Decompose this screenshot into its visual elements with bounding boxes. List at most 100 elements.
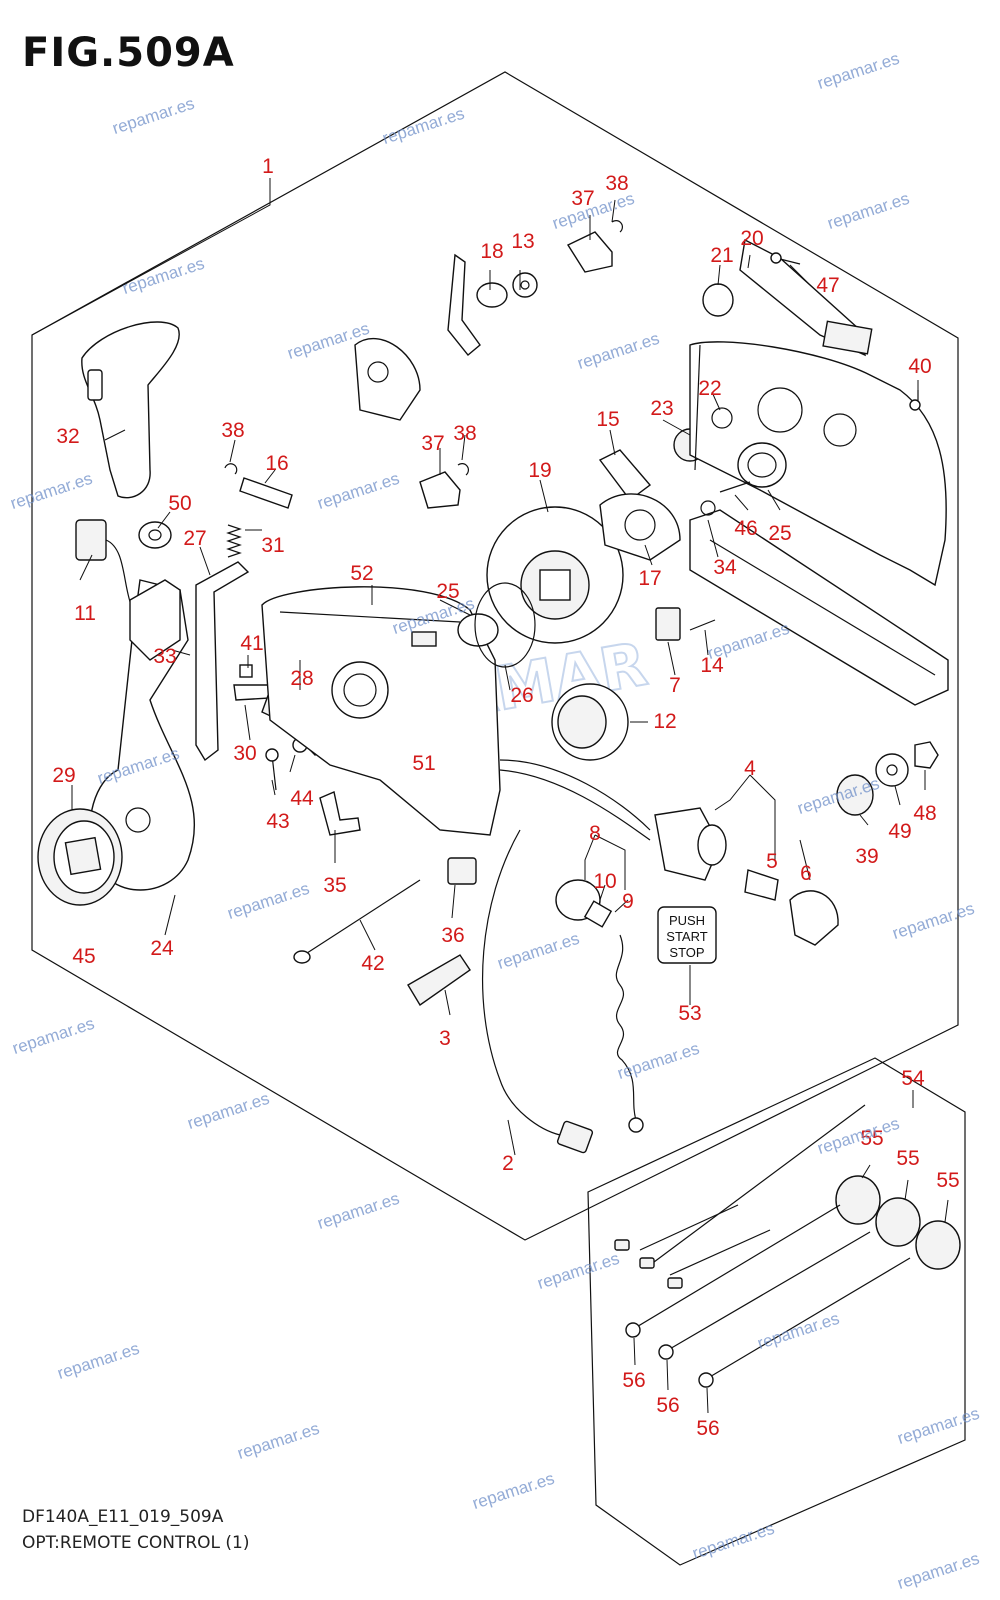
callout-22: 22: [698, 377, 721, 400]
callout-8: 8: [589, 822, 601, 845]
callout-33: 33: [153, 645, 176, 668]
callout-19: 19: [528, 459, 551, 482]
callout-38b: 38: [221, 419, 244, 442]
callout-27: 27: [183, 527, 206, 550]
callout-23: 23: [650, 397, 673, 420]
part-kit-bolt-a: [634, 1204, 841, 1329]
cable-lead: [481, 829, 561, 1136]
part-lever-bracket: [129, 579, 181, 661]
part-connector: [556, 1120, 594, 1154]
callout-55b: 55: [896, 1147, 919, 1170]
callout-45: 45: [72, 945, 95, 968]
callout-56b: 56: [656, 1394, 679, 1417]
part-control-housing: [261, 586, 501, 836]
callout-12: 12: [653, 710, 676, 733]
part-neutral-plate: [599, 493, 681, 561]
part-neutral-switch: [655, 607, 681, 641]
part-pin: [239, 477, 293, 509]
part-block: [447, 857, 477, 885]
callout-14: 14: [700, 654, 724, 677]
part-bushing-25: [457, 613, 499, 647]
callout-46: 46: [734, 517, 757, 540]
callout-38c: 38: [453, 422, 476, 445]
callout-42: 42: [361, 952, 384, 975]
part-grommet: [836, 774, 874, 816]
part-long-bolt: [303, 879, 421, 956]
callout-53: 53: [678, 1002, 701, 1025]
callout-56a: 56: [622, 1369, 645, 1392]
callout-51: 51: [412, 752, 435, 775]
part-lanyard-clip: [628, 1117, 644, 1133]
callout-32: 32: [56, 425, 79, 448]
callout-30: 30: [233, 742, 256, 765]
callout-7: 7: [669, 674, 681, 697]
figure-code: DF140A_E11_019_509A: [22, 1507, 224, 1527]
callout-55c: 55: [936, 1169, 959, 1192]
callout-1: 1: [262, 155, 274, 178]
part-lanyard: [615, 934, 637, 1121]
callout-29: 29: [52, 764, 75, 787]
part-retainer-clip: [319, 791, 361, 836]
callout-47: 47: [816, 274, 839, 297]
push-start-stop-label: [657, 906, 717, 964]
part-control-lever: [89, 579, 196, 891]
part-screw-14: [689, 619, 716, 631]
callout-48: 48: [913, 802, 936, 825]
part-slide-rail: [689, 509, 949, 706]
callout-54: 54: [901, 1067, 925, 1090]
callout-3: 3: [439, 1027, 451, 1050]
part-bracket: [195, 561, 250, 762]
callout-25b: 25: [768, 522, 791, 545]
part-seal-ring: [702, 283, 734, 317]
part-link-block-mid: [419, 471, 461, 509]
part-washer: [138, 521, 172, 549]
assembly-frame: [31, 71, 959, 1241]
callout-50: 50: [168, 492, 191, 515]
figure-title: FIG.509A: [22, 30, 235, 76]
callout-49: 49: [888, 820, 911, 843]
callout-2: 2: [502, 1152, 514, 1175]
part-cable-tie: [649, 1104, 866, 1266]
part-kit-bolt-c: [707, 1257, 911, 1379]
callout-26: 26: [510, 684, 533, 707]
part-ignition-key: [744, 869, 779, 901]
push-label-line3: STOP: [669, 945, 704, 960]
callout-34: 34: [713, 556, 737, 579]
callout-55a: 55: [860, 1127, 883, 1150]
callout-38a: 38: [605, 172, 628, 195]
part-trim-switch: [75, 519, 107, 561]
callout-16: 16: [265, 452, 288, 475]
push-label-line2: START: [666, 929, 707, 944]
callout-4: 4: [744, 757, 756, 780]
callout-31: 31: [261, 534, 284, 557]
callout-39: 39: [855, 845, 878, 868]
part-thrust-washer: [512, 272, 538, 298]
push-label-line1: PUSH: [669, 913, 705, 928]
callout-5: 5: [766, 850, 778, 873]
part-cover-plate: [407, 954, 471, 1007]
kit-frame: [587, 1057, 966, 1566]
part-clip: [224, 463, 238, 475]
callout-35: 35: [323, 874, 346, 897]
callout-labels: 1 2 3 4 5 6 7 8 9 10 11 12 13 14 16 15 1…: [52, 155, 959, 1440]
callout-10: 10: [593, 870, 616, 893]
figure-caption: OPT:REMOTE CONTROL (1): [22, 1533, 250, 1553]
callout-37a: 37: [571, 187, 594, 210]
part-spring: [226, 524, 242, 558]
part-switch-cap: [789, 890, 839, 946]
callout-18: 18: [480, 240, 503, 263]
leader-lines: [31, 178, 949, 1414]
callout-37b: 37: [421, 432, 444, 455]
part-bushing-right: [737, 442, 787, 488]
part-kit-bolt-b: [667, 1231, 871, 1351]
part-spacer-b: [875, 1197, 921, 1247]
callout-43: 43: [266, 810, 289, 833]
part-lock-plate: [233, 684, 271, 701]
callout-17: 17: [638, 567, 661, 590]
callout-21: 21: [710, 244, 733, 267]
callout-11: 11: [74, 602, 96, 625]
callout-56c: 56: [696, 1417, 719, 1440]
part-washer-22: [711, 407, 733, 429]
part-handle-grip: [81, 321, 180, 499]
